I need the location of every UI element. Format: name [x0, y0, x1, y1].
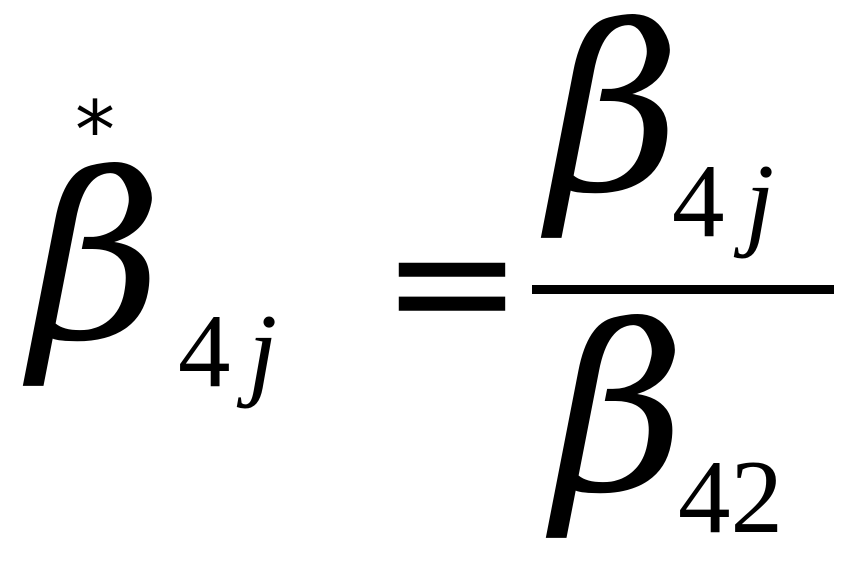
fraction-bar: [532, 285, 834, 294]
equals-sign: =: [381, 183, 523, 381]
lhs-star-accent: *: [75, 84, 115, 177]
numerator-subscript-var: j: [733, 142, 774, 259]
denominator-subscript: 42: [678, 438, 783, 555]
numerator-subscript-index: 4: [672, 142, 725, 259]
numerator-beta-symbol: β: [540, 0, 681, 245]
lhs-subscript-index: 4: [178, 292, 231, 409]
lhs-term: * β 4 j: [22, 84, 277, 409]
lhs-beta-symbol: β: [22, 126, 163, 393]
fraction: β 4 j β 42: [532, 0, 834, 555]
lhs-subscript-var: j: [236, 292, 277, 409]
denominator: β 42: [545, 278, 783, 555]
numerator: β 4 j: [540, 0, 774, 259]
denominator-beta-symbol: β: [545, 278, 686, 545]
